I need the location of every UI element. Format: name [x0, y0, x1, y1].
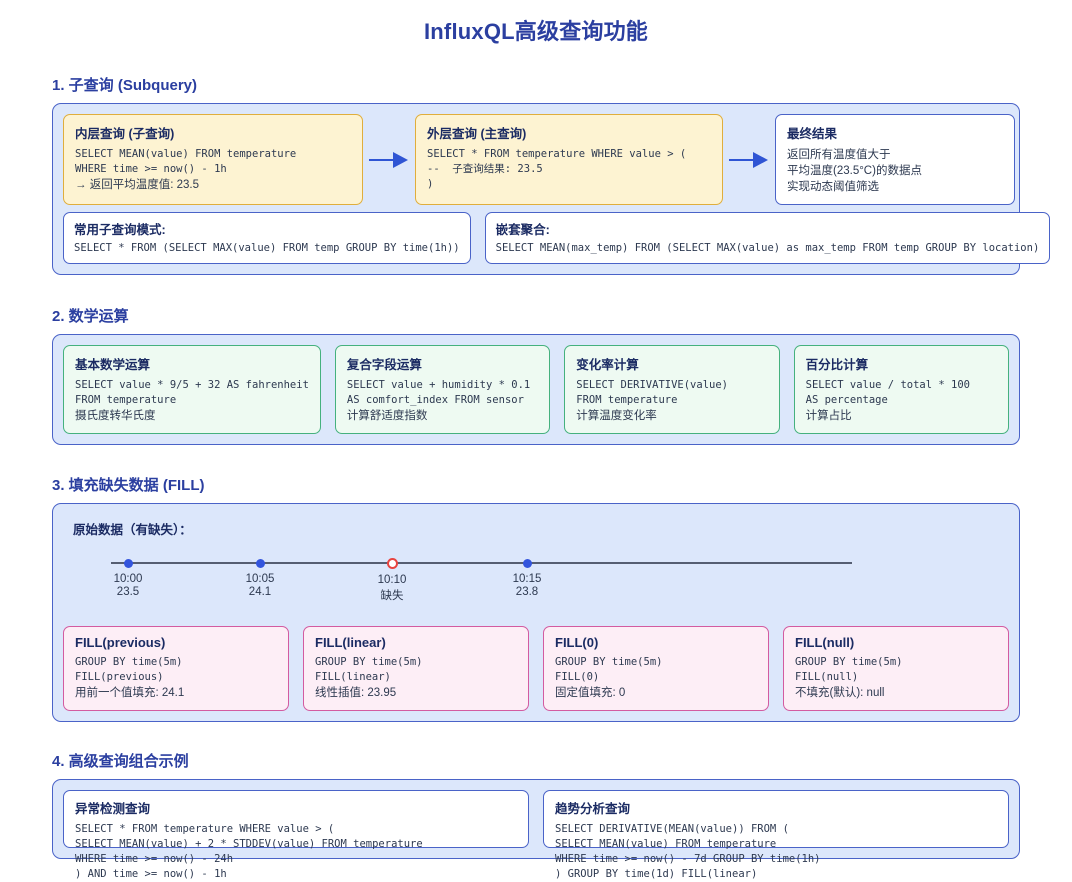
page-title: InfluxQL高级查询功能 [423, 19, 648, 44]
card-nested-aggregation: 嵌套聚合: SELECT MEAN(max_temp) FROM (SELECT… [484, 212, 1051, 264]
card-note: → 返回平均温度值: 23.5 [75, 179, 199, 191]
fill-cards: FILL(previous) GROUP BY time(5m) FILL(pr… [63, 626, 1009, 711]
card-title: 嵌套聚合: [495, 223, 550, 237]
math-cards: 基本数学运算 SELECT value * 9/5 + 32 AS fahren… [63, 345, 1009, 434]
card-note: 摄氏度转华氏度 [75, 410, 156, 422]
card-note: 计算温度变化率 [576, 410, 657, 422]
card-code: SELECT value / total * 100 AS percentage [805, 379, 970, 406]
timeline-point-1: 10:00 23.5 [83, 554, 173, 598]
card-inner-query: 内层查询 (子查询) SELECT MEAN(value) FROM tempe… [63, 114, 363, 205]
card-code: GROUP BY time(5m) FILL(0) [555, 656, 663, 683]
card-common-pattern: 常用子查询模式: SELECT * FROM (SELECT MAX(value… [63, 212, 471, 264]
card-note: 固定值填充: 0 [555, 687, 626, 699]
card-title: FILL(linear) [315, 635, 386, 650]
card-code: GROUP BY time(5m) FILL(previous) [75, 656, 183, 683]
panel-fill: 原始数据（有缺失）： 10:00 23.5 10:05 24.1 10:10 缺… [52, 503, 1020, 722]
card-title: 常用子查询模式: [74, 223, 166, 237]
card-code: SELECT DERIVATIVE(value) FROM temperatur… [576, 379, 728, 406]
card-title: 外层查询 (主查询) [427, 127, 527, 141]
card-basic-math: 基本数学运算 SELECT value * 9/5 + 32 AS fahren… [63, 345, 321, 434]
card-title: 变化率计算 [576, 358, 639, 372]
card-code: SELECT * FROM temperature WHERE value > … [427, 148, 687, 190]
card-fill-zero: FILL(0) GROUP BY time(5m) FILL(0) 固定值填充:… [543, 626, 769, 711]
advanced-cards: 异常检测查询 SELECT * FROM temperature WHERE v… [63, 790, 1009, 880]
panel-math: 基本数学运算 SELECT value * 9/5 + 32 AS fahren… [52, 334, 1020, 445]
card-fill-null: FILL(null) GROUP BY time(5m) FILL(null) … [783, 626, 1009, 711]
card-note: 计算舒适度指数 [346, 410, 428, 422]
timeline-time: 10:00 [113, 572, 143, 585]
section-heading-advanced: 4. 高级查询组合示例 [52, 753, 189, 770]
card-title: 基本数学运算 [75, 358, 151, 372]
card-title: FILL(null) [795, 635, 855, 650]
arrow-right-icon-2 [723, 149, 775, 171]
card-title: 趋势分析查询 [555, 802, 631, 816]
section-heading-fill: 3. 填充缺失数据 (FILL) [52, 477, 205, 494]
timeline-chart: 10:00 23.5 10:05 24.1 10:10 缺失 10:15 23.… [73, 554, 999, 618]
timeline-value: 缺失 [380, 589, 404, 602]
section-heading-subquery: 1. 子查询 (Subquery) [52, 77, 198, 94]
timeline-time: 10:15 [512, 572, 542, 585]
subquery-flow: 内层查询 (子查询) SELECT MEAN(value) FROM tempe… [63, 114, 1015, 205]
card-title: FILL(previous) [75, 635, 166, 650]
timeline-dot-icon [123, 558, 133, 568]
card-composite-field: 复合字段运算 SELECT value + humidity * 0.1 AS … [334, 345, 551, 434]
card-title: 内层查询 (子查询) [75, 127, 175, 141]
card-percentage: 百分比计算 SELECT value / total * 100 AS perc… [793, 345, 1009, 434]
timeline-missing-dot-icon [386, 557, 398, 569]
card-title: 百分比计算 [805, 358, 869, 372]
timeline-point-4: 10:15 23.8 [482, 554, 572, 598]
card-note: 线性插值: 23.95 [315, 687, 397, 699]
card-rate-of-change: 变化率计算 SELECT DERIVATIVE(value) FROM temp… [564, 345, 780, 434]
card-fill-previous: FILL(previous) GROUP BY time(5m) FILL(pr… [63, 626, 289, 711]
timeline-point-2: 10:05 24.1 [215, 554, 305, 598]
raw-data-label: 原始数据（有缺失）： [73, 523, 192, 537]
card-trend-analysis: 趋势分析查询 SELECT DERIVATIVE(MEAN(value)) FR… [543, 790, 1009, 880]
card-fill-linear: FILL(linear) GROUP BY time(5m) FILL(line… [303, 626, 529, 711]
timeline-value: 23.8 [515, 585, 539, 598]
card-title: 复合字段运算 [346, 358, 422, 372]
section-heading-math: 2. 数学运算 [52, 308, 129, 325]
card-title: 最终结果 [787, 127, 838, 141]
timeline-axis [111, 562, 852, 565]
card-outer-query: 外层查询 (主查询) SELECT * FROM temperature WHE… [415, 114, 723, 205]
panel-advanced: 异常检测查询 SELECT * FROM temperature WHERE v… [52, 779, 1020, 880]
card-code: GROUP BY time(5m) FILL(null) [795, 656, 903, 683]
page-root: InfluxQL高级查询功能 1. 子查询 (Subquery) 内层查询 (子… [0, 14, 1072, 880]
panel-subquery: 内层查询 (子查询) SELECT MEAN(value) FROM tempe… [52, 103, 1051, 275]
card-code: SELECT value + humidity * 0.1 AS comfort… [346, 379, 531, 406]
card-code: SELECT DERIVATIVE(MEAN(value)) FROM ( SE… [555, 823, 821, 880]
card-note: 计算占比 [805, 410, 852, 422]
card-final-result: 最终结果 返回所有温度值大于 平均温度(23.5°C)的数据点 实现动态阈值筛选 [775, 114, 1015, 205]
card-code: SELECT * FROM temperature WHERE value > … [75, 823, 423, 880]
arrow-right-icon [363, 149, 415, 171]
card-code: SELECT value * 9/5 + 32 AS fahrenheit FR… [75, 379, 309, 406]
card-code: SELECT MEAN(max_temp) FROM (SELECT MAX(v… [495, 242, 1040, 254]
timeline-dot-icon [255, 558, 265, 568]
timeline-dot-icon [522, 558, 532, 568]
subquery-patterns: 常用子查询模式: SELECT * FROM (SELECT MAX(value… [63, 212, 1051, 264]
card-title: FILL(0) [555, 635, 599, 650]
card-note: 用前一个值填充: 24.1 [75, 687, 185, 699]
card-title: 异常检测查询 [75, 802, 151, 816]
card-anomaly-detection: 异常检测查询 SELECT * FROM temperature WHERE v… [63, 790, 529, 880]
timeline-time: 10:05 [245, 572, 275, 585]
card-lines: 返回所有温度值大于 平均温度(23.5°C)的数据点 实现动态阈值筛选 [787, 149, 922, 193]
card-code: SELECT MEAN(value) FROM temperature WHER… [75, 148, 297, 175]
card-note: 不填充(默认): null [795, 687, 885, 699]
timeline-value: 24.1 [248, 585, 272, 598]
timeline-value: 23.5 [116, 585, 140, 598]
timeline-time: 10:10 [377, 573, 407, 586]
timeline-point-3: 10:10 缺失 [347, 554, 437, 603]
card-code: GROUP BY time(5m) FILL(linear) [315, 656, 423, 683]
card-code: SELECT * FROM (SELECT MAX(value) FROM te… [74, 242, 460, 254]
